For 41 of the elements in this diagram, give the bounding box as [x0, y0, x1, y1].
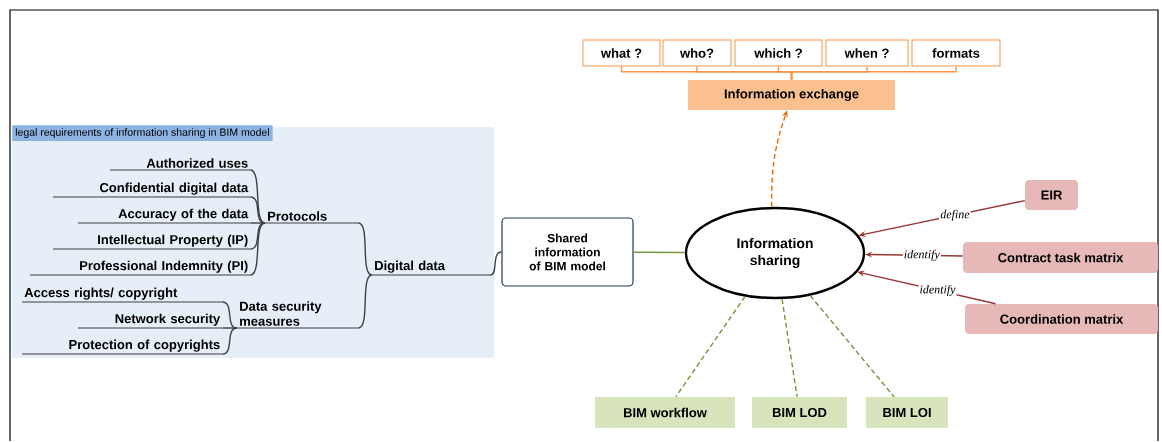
branch-label: Protection of copyrights	[21, 339, 223, 355]
branch-label: Protocols	[264, 211, 359, 224]
topic-box: BIM LOD	[752, 397, 847, 428]
branch-line	[357, 274, 373, 329]
question-box: when ?	[825, 39, 909, 67]
topic-box: Information exchange	[688, 80, 895, 110]
branch-label: Access rights/ copyright	[21, 287, 223, 303]
connector-line	[809, 294, 895, 398]
connector-line	[675, 295, 746, 398]
source-box: EIR	[1025, 180, 1078, 210]
topic-box: BIM workflow	[595, 397, 735, 428]
branch-line	[357, 222, 373, 276]
branch-label: Authorized uses	[109, 158, 251, 171]
branch-line	[221, 327, 238, 329]
branch-label: Digital data	[371, 260, 491, 276]
question-box: formats	[911, 39, 1001, 67]
source-box: Contract task matrix	[963, 242, 1158, 273]
question-box: who?	[662, 39, 732, 67]
bracket-line	[790, 65, 957, 81]
branch-line	[489, 251, 503, 276]
topic-box: Shared information of BIM model	[501, 217, 634, 287]
edge-label: define	[939, 208, 971, 222]
edge-label: identify	[918, 283, 957, 297]
branch-line	[249, 222, 266, 276]
branch-line	[221, 327, 238, 355]
source-box: Coordination matrix	[965, 304, 1158, 334]
branch-label: Professional Indemnity (PI)	[29, 260, 251, 276]
branch-line	[249, 169, 266, 224]
branch-label: Network security	[77, 313, 223, 329]
branch-label: Data security measures	[236, 301, 359, 329]
connector-line	[632, 251, 686, 254]
question-box: which ?	[734, 39, 823, 67]
branch-label: Intellectual Property (IP)	[52, 234, 251, 250]
question-box: what ?	[582, 39, 661, 67]
branch-line	[249, 222, 266, 250]
branch-label: Confidential digital data	[52, 182, 251, 198]
connector-line	[781, 298, 798, 398]
branch-line	[249, 222, 266, 224]
edge-label: identify	[902, 248, 941, 262]
topic-box: BIM LOI	[866, 397, 948, 428]
branch-label: Accuracy of the data	[77, 208, 251, 224]
